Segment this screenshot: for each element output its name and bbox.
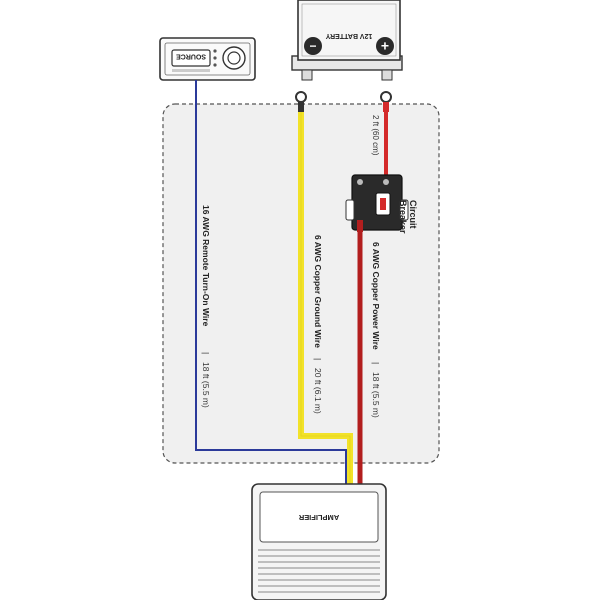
breaker-label-line2: Breaker	[398, 200, 408, 234]
ground-wire-label: 6 AWG Copper Ground Wire	[313, 235, 323, 348]
remote-wire-length: 18 ft (5.5 m)	[201, 362, 211, 408]
ground-wire-separator: |	[313, 358, 323, 360]
negative-terminal-icon	[304, 37, 322, 55]
power-wire-length: 18 ft (5.5 m)	[371, 372, 381, 418]
positive-terminal-icon	[376, 37, 394, 55]
battery: − + 12V BATTERY	[291, 0, 403, 81]
remote-wire-separator: |	[201, 352, 211, 354]
circuit-breaker	[345, 174, 409, 232]
power-wire-separator: |	[371, 362, 381, 364]
svg-text:−: −	[309, 39, 316, 53]
remote-turn-on-wire	[195, 80, 347, 486]
power-ring-terminal-icon	[380, 91, 392, 103]
svg-text:+: +	[381, 38, 389, 54]
head-unit: SOURCE	[159, 37, 256, 81]
ground-ring-terminal-icon	[295, 91, 307, 103]
battery-label: 12V BATTERY	[325, 32, 372, 39]
remote-wire-label: 16 AWG Remote Turn-On Wire	[201, 205, 211, 327]
source-label: SOURCE	[176, 53, 206, 60]
amplifier-label: AMPLIFIER	[298, 513, 339, 522]
breaker-label-line1: Circuit	[408, 200, 418, 229]
short-power-wire-label: 2 ft (60 cm)	[371, 115, 380, 156]
power-wire-label: 6 AWG Copper Power Wire	[371, 242, 381, 350]
ground-wire-length: 20 ft (6.1 m)	[313, 368, 323, 414]
amplifier: AMPLIFIER	[251, 483, 387, 600]
heatsink-fins-icon	[258, 549, 380, 593]
